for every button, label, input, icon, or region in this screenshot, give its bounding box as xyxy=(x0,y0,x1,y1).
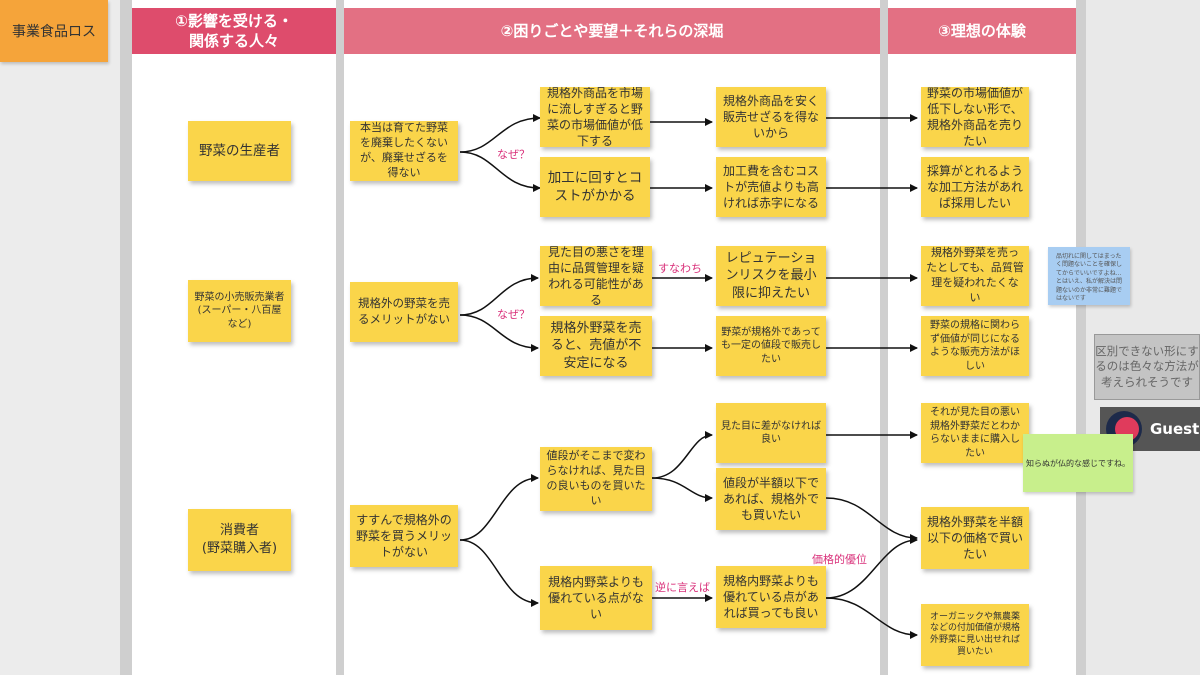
comment-green[interactable]: 知らぬが仏的な感じですね。 xyxy=(1023,434,1133,492)
sticky-ideal-added-value[interactable]: オーガニックや無農薬などの付加価値が規格外野菜に見い出せれば買いたい xyxy=(921,604,1029,666)
comment-gray[interactable]: 区別できない形にするのは色々な方法が考えられそうです xyxy=(1094,334,1200,400)
connector xyxy=(651,477,713,502)
sticky-deeper-reputation[interactable]: レピュテーションリスクを最小限に抑えたい xyxy=(716,246,826,306)
sticky-person-retailer[interactable]: 野菜の小売販売業者 (スーパー・八百屋など) xyxy=(188,280,291,342)
connector xyxy=(459,314,539,352)
connector xyxy=(459,539,539,607)
connector xyxy=(459,151,541,192)
sticky-ideal-quality[interactable]: 規格外野菜を売ったとしても、品質管理を疑われたくない xyxy=(921,246,1029,306)
connector xyxy=(651,431,713,479)
sticky-deeper-fixed-price[interactable]: 野菜が規格外であっても一定の値段で販売したい xyxy=(716,316,826,376)
sticky-problem-producer[interactable]: 本当は育てた野菜を廃棄したくないが、廃棄せざるを得ない xyxy=(350,121,458,181)
header-ideal: ③理想の体験 xyxy=(888,8,1076,54)
sticky-reason-looks[interactable]: 値段がそこまで変わらなければ、見た目の良いものを買いたい xyxy=(540,447,652,511)
label-namely: すなわち xyxy=(658,262,702,275)
connector xyxy=(459,474,539,541)
header-problems: ②困りごとや要望＋それらの深堀 xyxy=(344,8,880,54)
label-why-2: なぜ？ xyxy=(497,308,530,321)
sticky-person-producer[interactable]: 野菜の生産者 xyxy=(188,121,291,181)
connector xyxy=(459,114,541,153)
sticky-problem-consumer[interactable]: すすんで規格外の野菜を買うメリットがない xyxy=(350,505,458,567)
header-people: ①影響を受ける・ 関係する人々 xyxy=(132,8,336,54)
sticky-reason-no-advantage[interactable]: 規格内野菜よりも優れている点がない xyxy=(540,566,652,630)
guest-name: Guest xyxy=(1150,420,1200,438)
label-price-advantage: 価格的優位 xyxy=(812,553,867,566)
connector xyxy=(459,274,539,316)
label-conversely: 逆に言えば xyxy=(655,581,710,594)
label-why-1: なぜ？ xyxy=(497,148,530,161)
sticky-ideal-processing[interactable]: 採算がとれるような加工方法があれば採用したい xyxy=(921,157,1029,217)
sticky-reason-processing-cost[interactable]: 加工に回すとコストがかかる xyxy=(540,157,650,217)
sticky-ideal-half-price[interactable]: 規格外野菜を半額以下の価格で買いたい xyxy=(921,507,1029,569)
board-title-tag[interactable]: 事業食品ロス xyxy=(0,0,108,62)
sticky-reason-unstable-price[interactable]: 規格外野菜を売ると、売値が不安定になる xyxy=(540,316,652,376)
sticky-deeper-deficit[interactable]: 加工費を含むコストが売値よりも高ければ赤字になる xyxy=(716,157,826,217)
sticky-reason-quality-suspicion[interactable]: 見た目の悪さを理由に品質管理を疑われる可能性がある xyxy=(540,246,652,306)
sticky-person-consumer[interactable]: 消費者 (野菜購入者) xyxy=(188,509,291,571)
connector xyxy=(825,497,918,542)
connector xyxy=(825,536,918,599)
comment-blue[interactable]: 品切れに関してはまったく問題ないことを確保してからでいいですよね…とはいえ、私が… xyxy=(1048,247,1130,305)
sticky-reason-market-value[interactable]: 規格外商品を市場に流しすぎると野菜の市場価値が低下する xyxy=(540,87,650,147)
sticky-problem-retailer[interactable]: 規格外の野菜を売るメリットがない xyxy=(350,282,458,342)
sticky-deeper-cheap-sale[interactable]: 規格外商品を安く販売せざるを得ないから xyxy=(716,87,826,147)
connector xyxy=(825,597,918,639)
sticky-deeper-no-difference[interactable]: 見た目に差がなければ良い xyxy=(716,403,826,463)
sticky-deeper-advantage[interactable]: 規格内野菜よりも優れている点があれば買っても良い xyxy=(716,566,826,628)
sticky-ideal-unaware[interactable]: それが見た目の悪い規格外野菜だとわからないままに購入したい xyxy=(921,403,1029,463)
sticky-ideal-market-value[interactable]: 野菜の市場価値が低下しない形で、規格外商品を売りたい xyxy=(921,87,1029,147)
sticky-deeper-half-price[interactable]: 値段が半額以下であれば、規格外でも買いたい xyxy=(716,468,826,530)
sticky-ideal-equal-value[interactable]: 野菜の規格に関わらず価値が同じになるような販売方法がほしい xyxy=(921,316,1029,376)
